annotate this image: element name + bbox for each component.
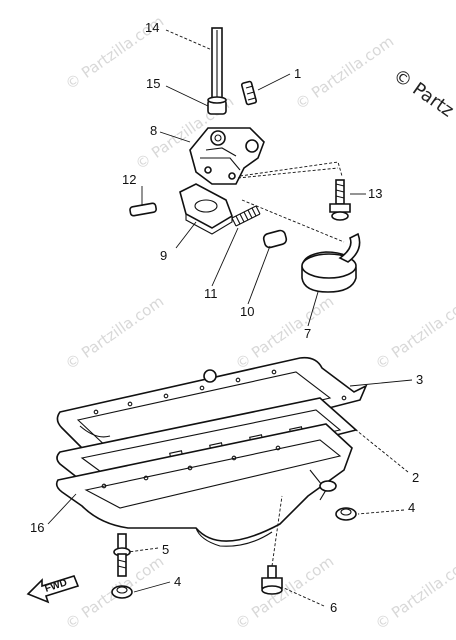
part-16-oil-pan [55, 423, 353, 547]
part-7-strainer [301, 232, 361, 293]
callout-4-right: 4 [408, 500, 415, 515]
callout-1: 1 [294, 66, 301, 81]
watermark-9: © Partzilla.com [372, 552, 456, 633]
callout-16: 16 [30, 520, 44, 535]
callout-7: 7 [304, 326, 311, 341]
part-13-bolt [329, 179, 351, 221]
callout-9: 9 [160, 248, 167, 263]
callout-12: 12 [122, 172, 136, 187]
callouts: 14 1 15 8 12 13 9 11 10 7 3 2 16 4 5 4 6 [30, 20, 423, 615]
callout-11: 11 [204, 286, 218, 301]
watermark-6: © Partzilla.com [372, 292, 456, 373]
watermark-3: © Partzilla.com [292, 32, 397, 113]
callout-3: 3 [416, 372, 423, 387]
part-4-washer-right [335, 507, 357, 521]
part-14-oil-pipe [211, 27, 223, 109]
part-1-dowel-pin [240, 80, 258, 106]
part-9-spacer [179, 183, 233, 235]
callout-5: 5 [162, 542, 169, 557]
callout-4-lower: 4 [174, 574, 181, 589]
callout-10: 10 [240, 304, 254, 319]
part-4-washer-lower [111, 585, 133, 599]
part-6-drain-bolt [261, 565, 283, 595]
leader-lines [47, 29, 413, 607]
callout-2: 2 [412, 470, 419, 485]
part-8-oil-pump [189, 127, 265, 185]
watermark-8: © Partzilla.com [232, 552, 337, 633]
part-12-pin [129, 202, 157, 217]
callout-13: 13 [368, 186, 382, 201]
part-10-plunger [262, 229, 288, 249]
callout-14: 14 [145, 20, 159, 35]
watermark-corner: © Partz [389, 65, 456, 122]
fwd-arrow-icon: FWD [26, 575, 80, 604]
callout-6: 6 [330, 600, 337, 615]
part-5-stud [113, 533, 131, 577]
callout-8: 8 [150, 123, 157, 138]
watermark-4: © Partzilla.com [62, 292, 167, 373]
part-15-collar [207, 96, 227, 115]
callout-15: 15 [146, 76, 160, 91]
part-11-spring [231, 205, 261, 227]
